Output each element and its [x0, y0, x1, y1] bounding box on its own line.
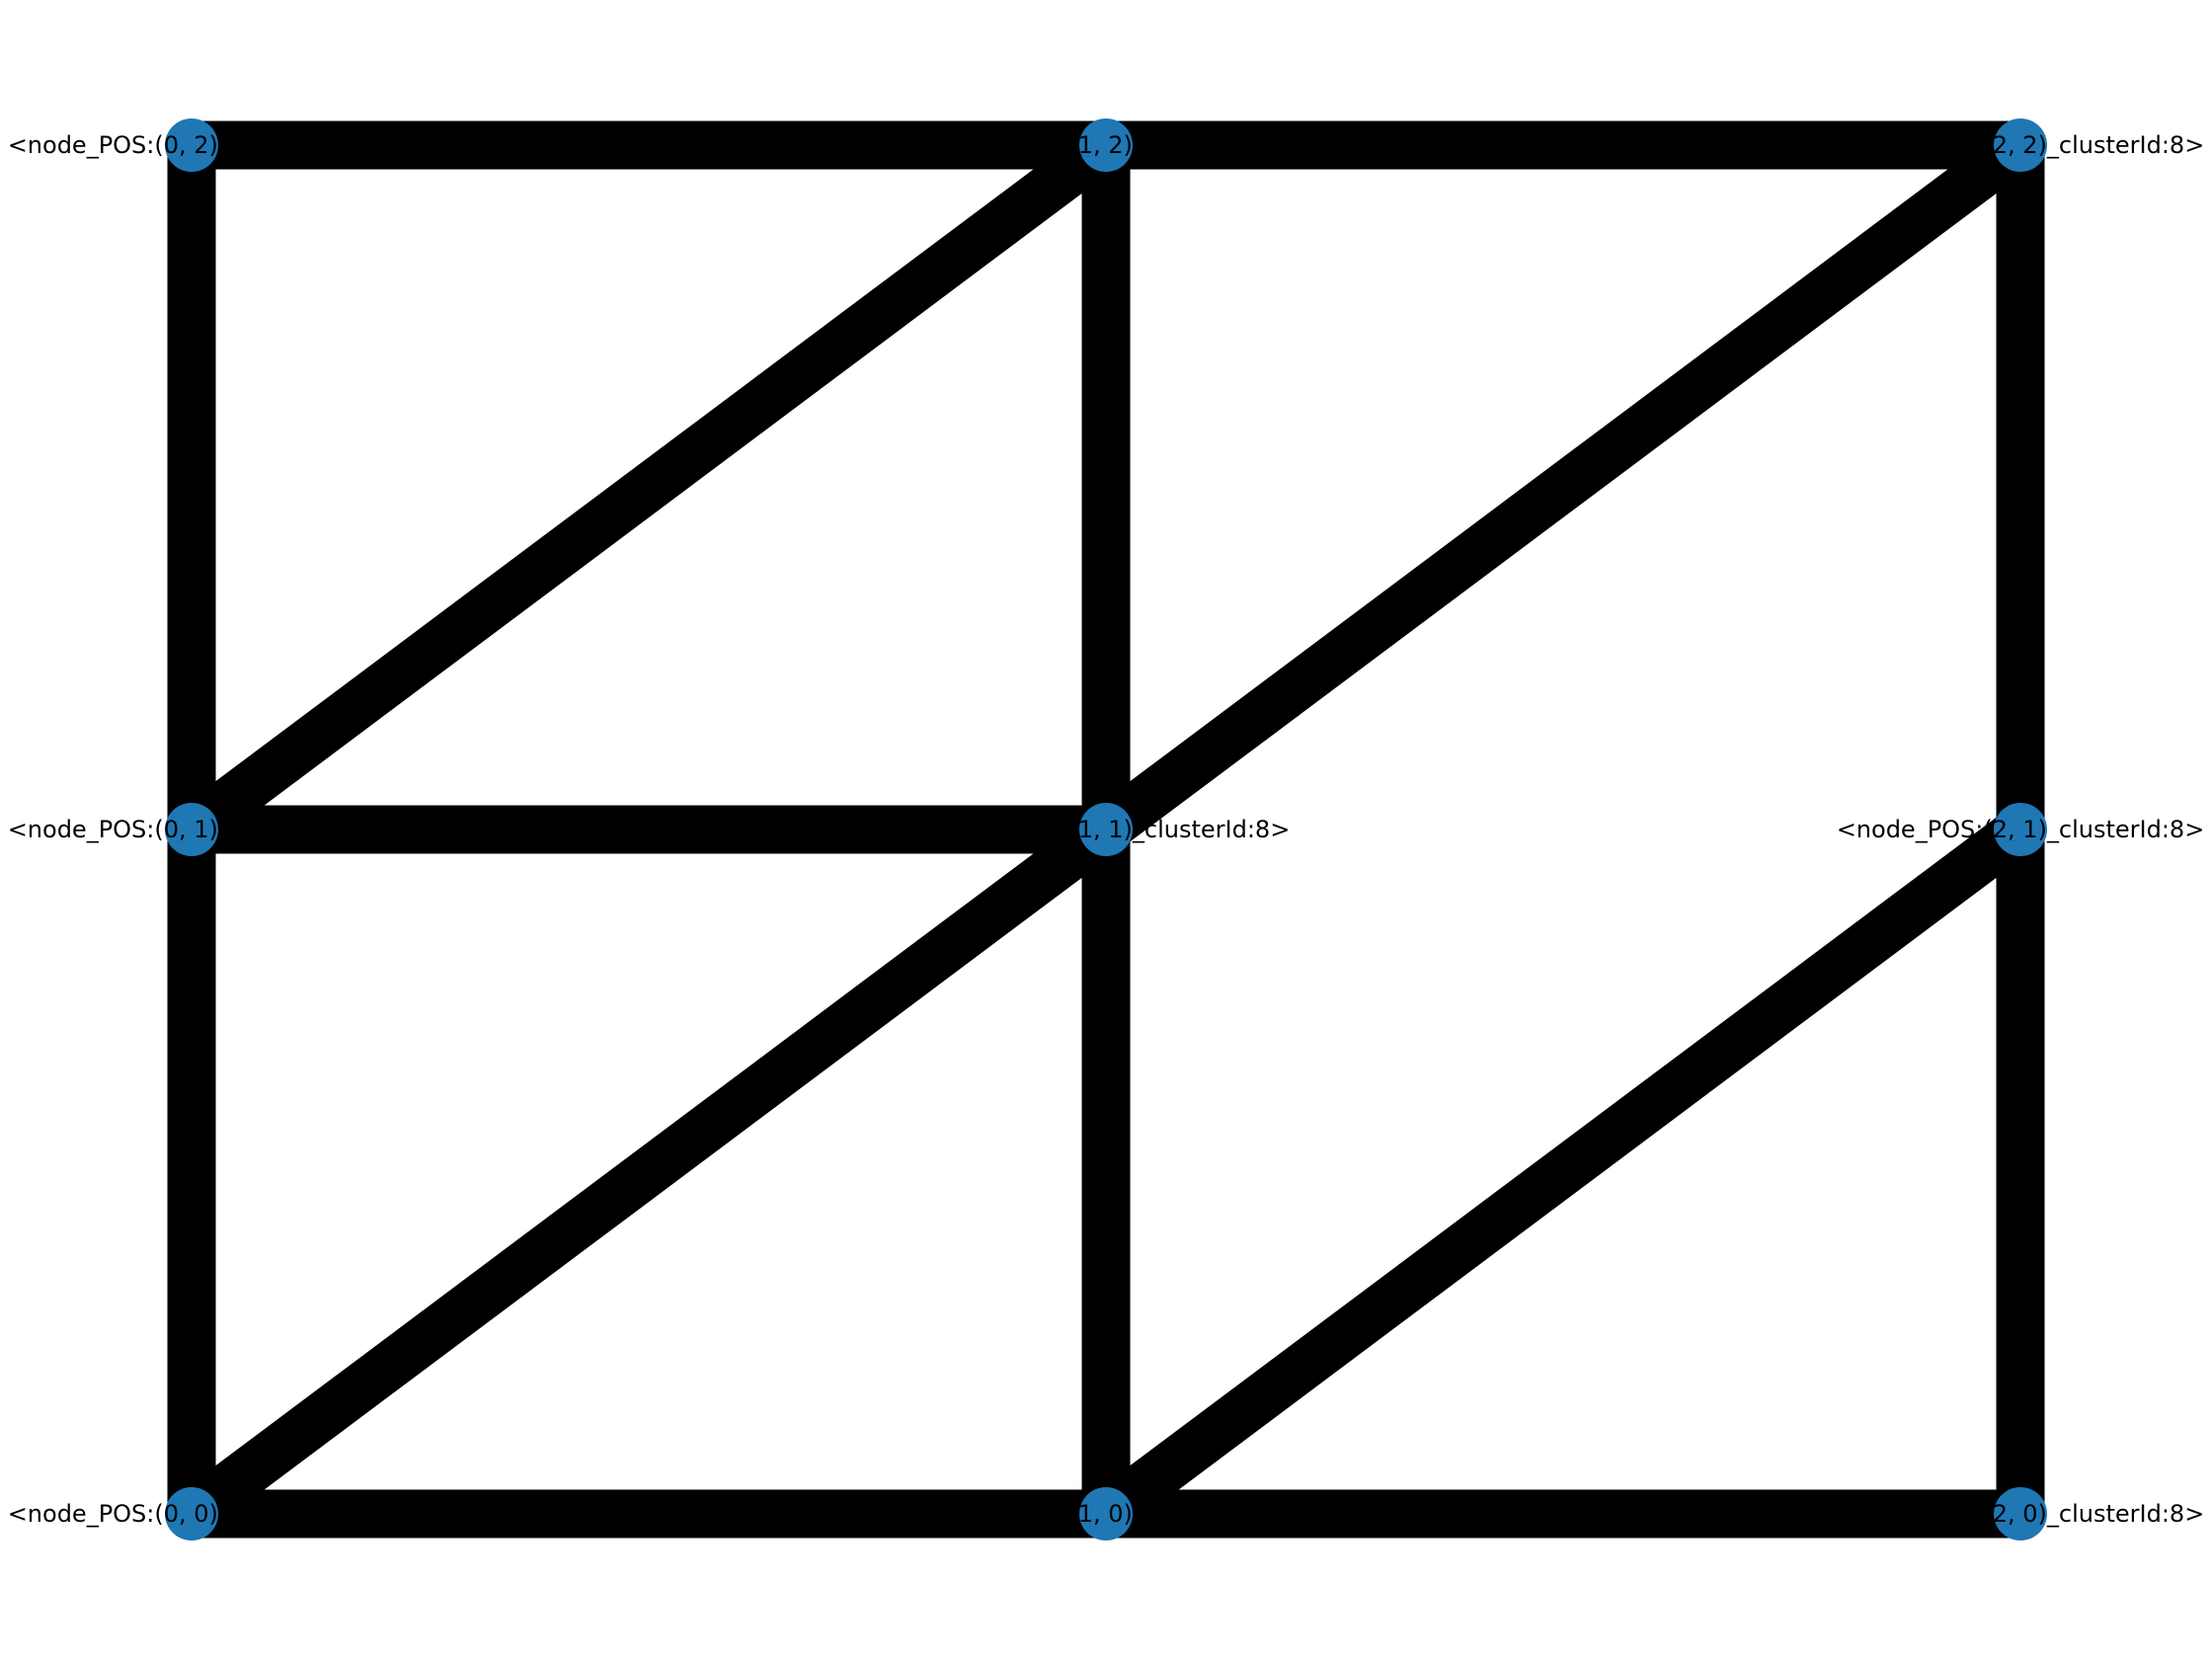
node-1-2 [1079, 118, 1133, 172]
node-2-2 [1994, 118, 2047, 172]
edge-1-1-to-2-2 [1091, 125, 2035, 849]
node-label-0-2: <node_POS:(0, 2)_clusterId:8> [8, 131, 376, 159]
node-2-1 [1994, 803, 2047, 856]
node-0-0 [165, 1487, 218, 1540]
node-0-2 [165, 118, 218, 172]
edge-0-1-to-1-2 [177, 125, 1121, 849]
node-1-1 [1079, 803, 1133, 856]
node-0-1 [165, 803, 218, 856]
node-2-0 [1994, 1487, 2047, 1540]
edges-layer [167, 120, 2045, 1539]
node-label-2-1: <node_POS:(2, 1)_clusterId:8> [1837, 816, 2205, 843]
node-label-1-2: <node_POS:(1, 2)_clusterId:8> [922, 131, 1291, 159]
node-1-0 [1079, 1487, 1133, 1540]
node-label-1-0: <node_POS:(1, 0)_clusterId:8> [922, 1500, 1291, 1528]
edge-1-0-to-2-1 [1091, 810, 2035, 1534]
node-label-0-1: <node_POS:(0, 1)_clusterId:8> [8, 816, 376, 843]
node-label-1-1: <node_POS:(1, 1)_clusterId:8> [922, 816, 1291, 843]
edge-0-0-to-1-1 [177, 810, 1121, 1534]
node-label-0-0: <node_POS:(0, 0)_clusterId:8> [8, 1500, 376, 1528]
labels-layer: <node_POS:(0, 0)_clusterId:8> <node_POS:(… [8, 131, 2205, 1528]
node-label-2-0: <node_POS:(2, 0)_clusterId:8> [1837, 1500, 2205, 1528]
node-label-2-2: <node_POS:(2, 2)_clusterId:8> [1837, 131, 2205, 159]
nodes-layer [165, 118, 2047, 1540]
